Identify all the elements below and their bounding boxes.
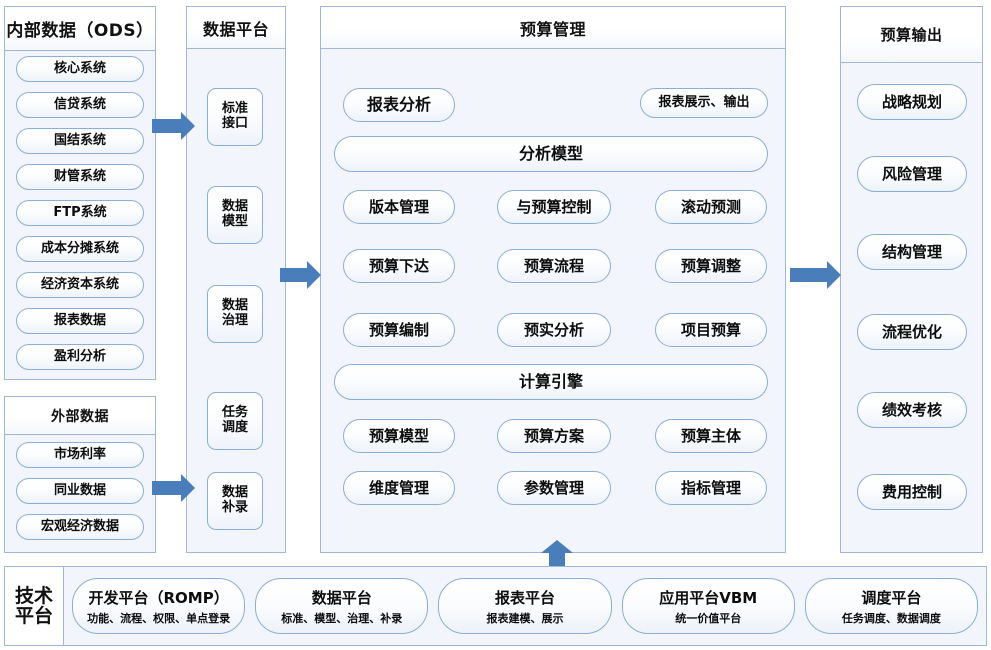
arrow-data-platform-to-budget bbox=[280, 261, 321, 289]
budget-output-item-3[interactable]: 流程优化 bbox=[857, 314, 967, 350]
panel-internal-data-header: 内部数据（ODS） bbox=[5, 7, 155, 51]
budget-analysis-cell-2-2[interactable]: 项目预算 bbox=[655, 313, 767, 347]
internal-data-item-0[interactable]: 核心系统 bbox=[16, 56, 144, 82]
budget-analysis-cell-0-2[interactable]: 滚动预测 bbox=[655, 190, 767, 224]
budget-engine-cell-1-1[interactable]: 参数管理 bbox=[497, 471, 611, 505]
budget-report-analysis[interactable]: 报表分析 bbox=[343, 88, 455, 122]
arrow-ods-to-data-platform bbox=[152, 112, 195, 140]
data-platform-item-0[interactable]: 标准 接口 bbox=[207, 88, 263, 146]
panel-external-data-header: 外部数据 bbox=[5, 397, 155, 435]
tech-platform-item-4-subtitle: 任务调度、数据调度 bbox=[841, 611, 941, 625]
budget-analysis-cell-1-0[interactable]: 预算下达 bbox=[343, 249, 455, 283]
tech-platform-item-2[interactable]: 报表平台报表建模、展示 bbox=[438, 578, 612, 634]
budget-analysis-cell-0-1[interactable]: 与预算控制 bbox=[497, 190, 611, 224]
panel-budget-output-header: 预算输出 bbox=[841, 7, 982, 63]
panel-data-platform-title: 数据平台 bbox=[202, 19, 269, 39]
panel-external-data-title: 外部数据 bbox=[51, 408, 109, 425]
tech-platform-item-4[interactable]: 调度平台任务调度、数据调度 bbox=[804, 578, 979, 634]
tech-platform-item-0-title: 开发平台（ROMP） bbox=[88, 588, 229, 607]
budget-analysis-cell-1-1[interactable]: 预算流程 bbox=[497, 249, 611, 283]
data-platform-item-2[interactable]: 数据 治理 bbox=[207, 285, 263, 343]
budget-output-item-4[interactable]: 绩效考核 bbox=[857, 392, 967, 428]
budget-report-output[interactable]: 报表展示、输出 bbox=[640, 88, 768, 118]
data-platform-item-1[interactable]: 数据 模型 bbox=[207, 186, 263, 244]
external-data-item-1[interactable]: 同业数据 bbox=[16, 478, 144, 504]
budget-analysis-cell-0-0[interactable]: 版本管理 bbox=[343, 190, 455, 224]
tech-platform-label: 技术 平台 bbox=[5, 567, 64, 645]
tech-platform-item-2-subtitle: 报表建模、展示 bbox=[486, 611, 564, 625]
budget-output-item-1[interactable]: 风险管理 bbox=[857, 156, 967, 192]
tech-platform-item-2-title: 报表平台 bbox=[495, 588, 556, 607]
budget-engine-cell-0-1[interactable]: 预算方案 bbox=[497, 419, 611, 453]
tech-platform-item-4-title: 调度平台 bbox=[861, 588, 922, 607]
budget-engine-cell-1-2[interactable]: 指标管理 bbox=[655, 471, 767, 505]
tech-platform-item-3-title: 应用平台VBM bbox=[659, 588, 758, 607]
data-platform-item-3[interactable]: 任务 调度 bbox=[207, 392, 263, 450]
budget-engine-cell-0-0[interactable]: 预算模型 bbox=[343, 419, 455, 453]
tech-platform-item-0-subtitle: 功能、流程、权限、单点登录 bbox=[87, 611, 231, 625]
panel-budget-management-header: 预算管理 bbox=[321, 7, 785, 49]
panel-budget-output-title: 预算输出 bbox=[880, 26, 943, 44]
budget-analysis-cell-2-1[interactable]: 预实分析 bbox=[497, 313, 611, 347]
data-platform-item-4[interactable]: 数据 补录 bbox=[207, 472, 263, 530]
internal-data-item-4[interactable]: FTP系统 bbox=[16, 200, 144, 226]
internal-data-item-3[interactable]: 财管系统 bbox=[16, 164, 144, 190]
panel-budget-management-title: 预算管理 bbox=[519, 19, 586, 39]
budget-engine-cell-0-2[interactable]: 预算主体 bbox=[655, 419, 767, 453]
tech-platform-item-3[interactable]: 应用平台VBM 统一价值平台 bbox=[621, 578, 795, 634]
tech-platform-item-0[interactable]: 开发平台（ROMP） 功能、流程、权限、单点登录 bbox=[72, 578, 246, 634]
internal-data-item-1[interactable]: 信贷系统 bbox=[16, 92, 144, 118]
budget-output-item-0[interactable]: 战略规划 bbox=[857, 84, 967, 120]
tech-platform-items: 开发平台（ROMP）功能、流程、权限、单点登录数据平台标准、模型、治理、补录报表… bbox=[64, 567, 986, 645]
budget-analysis-cell-1-2[interactable]: 预算调整 bbox=[655, 249, 767, 283]
tech-platform-item-1-title: 数据平台 bbox=[311, 588, 372, 607]
tech-platform-bar: 技术 平台 开发平台（ROMP） 功能、流程、权限、单点登录 数据平台标准、模型、治… bbox=[4, 566, 987, 646]
external-data-item-0[interactable]: 市场利率 bbox=[16, 442, 144, 468]
budget-analysis-model-bar[interactable]: 分析模型 bbox=[334, 136, 768, 172]
panel-internal-data-title: 内部数据（ODS） bbox=[6, 21, 154, 41]
panel-data-platform-header: 数据平台 bbox=[187, 7, 285, 49]
tech-platform-item-1[interactable]: 数据平台标准、模型、治理、补录 bbox=[255, 578, 429, 634]
internal-data-item-8[interactable]: 盈利分析 bbox=[16, 344, 144, 370]
tech-platform-item-1-subtitle: 标准、模型、治理、补录 bbox=[281, 611, 403, 625]
budget-analysis-cell-2-0[interactable]: 预算编制 bbox=[343, 313, 455, 347]
internal-data-item-6[interactable]: 经济资本系统 bbox=[16, 272, 144, 298]
budget-calc-engine-bar[interactable]: 计算引擎 bbox=[334, 364, 768, 400]
arrow-external-to-data-platform bbox=[152, 474, 195, 502]
budget-output-item-5[interactable]: 费用控制 bbox=[857, 474, 967, 510]
panel-data-platform: 数据平台 bbox=[186, 6, 286, 553]
external-data-item-2[interactable]: 宏观经济数据 bbox=[16, 514, 144, 540]
internal-data-item-7[interactable]: 报表数据 bbox=[16, 308, 144, 334]
budget-engine-cell-1-0[interactable]: 维度管理 bbox=[343, 471, 455, 505]
tech-platform-item-3-subtitle: 统一价值平台 bbox=[675, 611, 742, 625]
budget-output-item-2[interactable]: 结构管理 bbox=[857, 234, 967, 270]
internal-data-item-2[interactable]: 国结系统 bbox=[16, 128, 144, 154]
internal-data-item-5[interactable]: 成本分摊系统 bbox=[16, 236, 144, 262]
arrow-budget-to-output bbox=[790, 261, 841, 289]
